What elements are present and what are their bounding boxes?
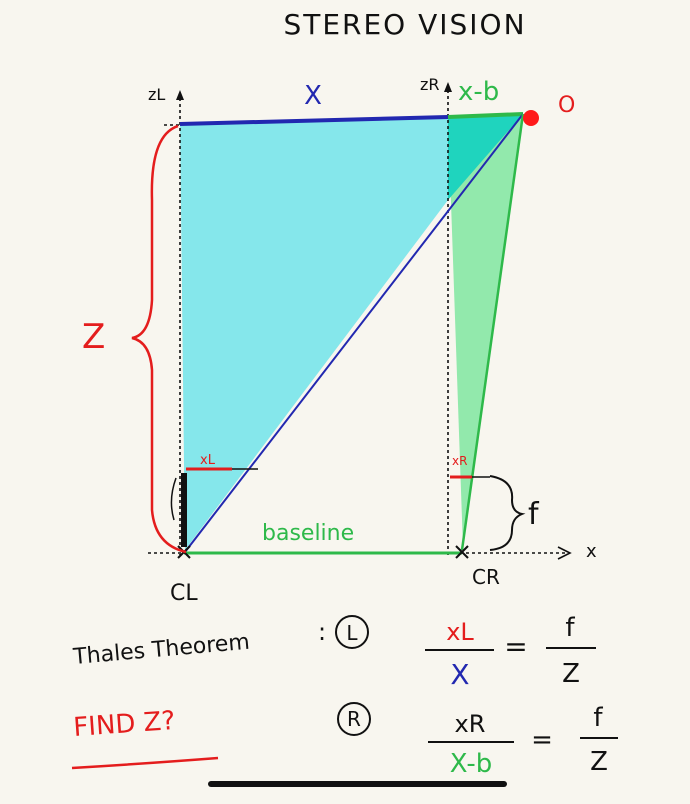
x-axis-arrow bbox=[557, 546, 572, 560]
zr-label: zR bbox=[420, 75, 440, 94]
zl-axis-arrow bbox=[176, 90, 184, 100]
focal-bracket-left bbox=[170, 477, 177, 521]
thales-heading: Thales Theorem bbox=[71, 630, 250, 670]
eq1-denominator: X bbox=[450, 658, 469, 691]
right-tag-circle bbox=[337, 702, 371, 736]
x-minus-b-line bbox=[447, 112, 524, 119]
object-label: O bbox=[558, 93, 575, 118]
xr-small-label: xR bbox=[452, 454, 467, 468]
xl-small-label: xL bbox=[200, 453, 216, 468]
eq2-right-numerator: f bbox=[593, 703, 603, 733]
x-top-label: X bbox=[304, 81, 322, 111]
right-triangle-fill bbox=[448, 114, 523, 548]
find-z-underline bbox=[71, 756, 219, 770]
left-tag-circle bbox=[335, 615, 369, 649]
cr-camera-mark bbox=[455, 545, 469, 559]
f-brace bbox=[489, 475, 526, 551]
eq1-numerator: xL bbox=[446, 618, 474, 646]
eq1-equals: = bbox=[504, 630, 527, 663]
title: STEREO VISION bbox=[283, 8, 526, 41]
home-indicator[interactable] bbox=[208, 781, 507, 787]
object-point bbox=[523, 110, 539, 126]
x-distance-line bbox=[179, 115, 449, 126]
f-label: f bbox=[528, 497, 540, 532]
right-tag: R bbox=[347, 707, 361, 731]
z-label: Z bbox=[82, 317, 105, 357]
left-ray bbox=[184, 113, 524, 553]
eq2-right-denominator: Z bbox=[590, 747, 608, 777]
eq1-right-denominator: Z bbox=[562, 659, 580, 689]
eq2-denominator: X-b bbox=[450, 749, 492, 779]
left-tag: L bbox=[346, 621, 358, 645]
left-triangle-fill bbox=[180, 114, 523, 550]
eq2-numerator: xR bbox=[455, 710, 486, 738]
eq1-right-numerator: f bbox=[565, 613, 575, 643]
zr-axis-arrow bbox=[444, 82, 452, 92]
thales-colon: : bbox=[318, 618, 326, 646]
find-z-question: FIND Z? bbox=[72, 706, 176, 743]
z-brace bbox=[131, 124, 187, 554]
cr-label: CR bbox=[472, 565, 500, 589]
focal-length-mark bbox=[181, 473, 187, 547]
overlap-fill bbox=[448, 114, 523, 200]
zl-label: zL bbox=[148, 85, 165, 104]
x-axis-label: x bbox=[586, 541, 597, 562]
eq2-equals: = bbox=[531, 725, 553, 755]
x-minus-b-label: x-b bbox=[458, 77, 499, 107]
baseline-label: baseline bbox=[262, 521, 354, 546]
cl-label: CL bbox=[170, 581, 198, 606]
